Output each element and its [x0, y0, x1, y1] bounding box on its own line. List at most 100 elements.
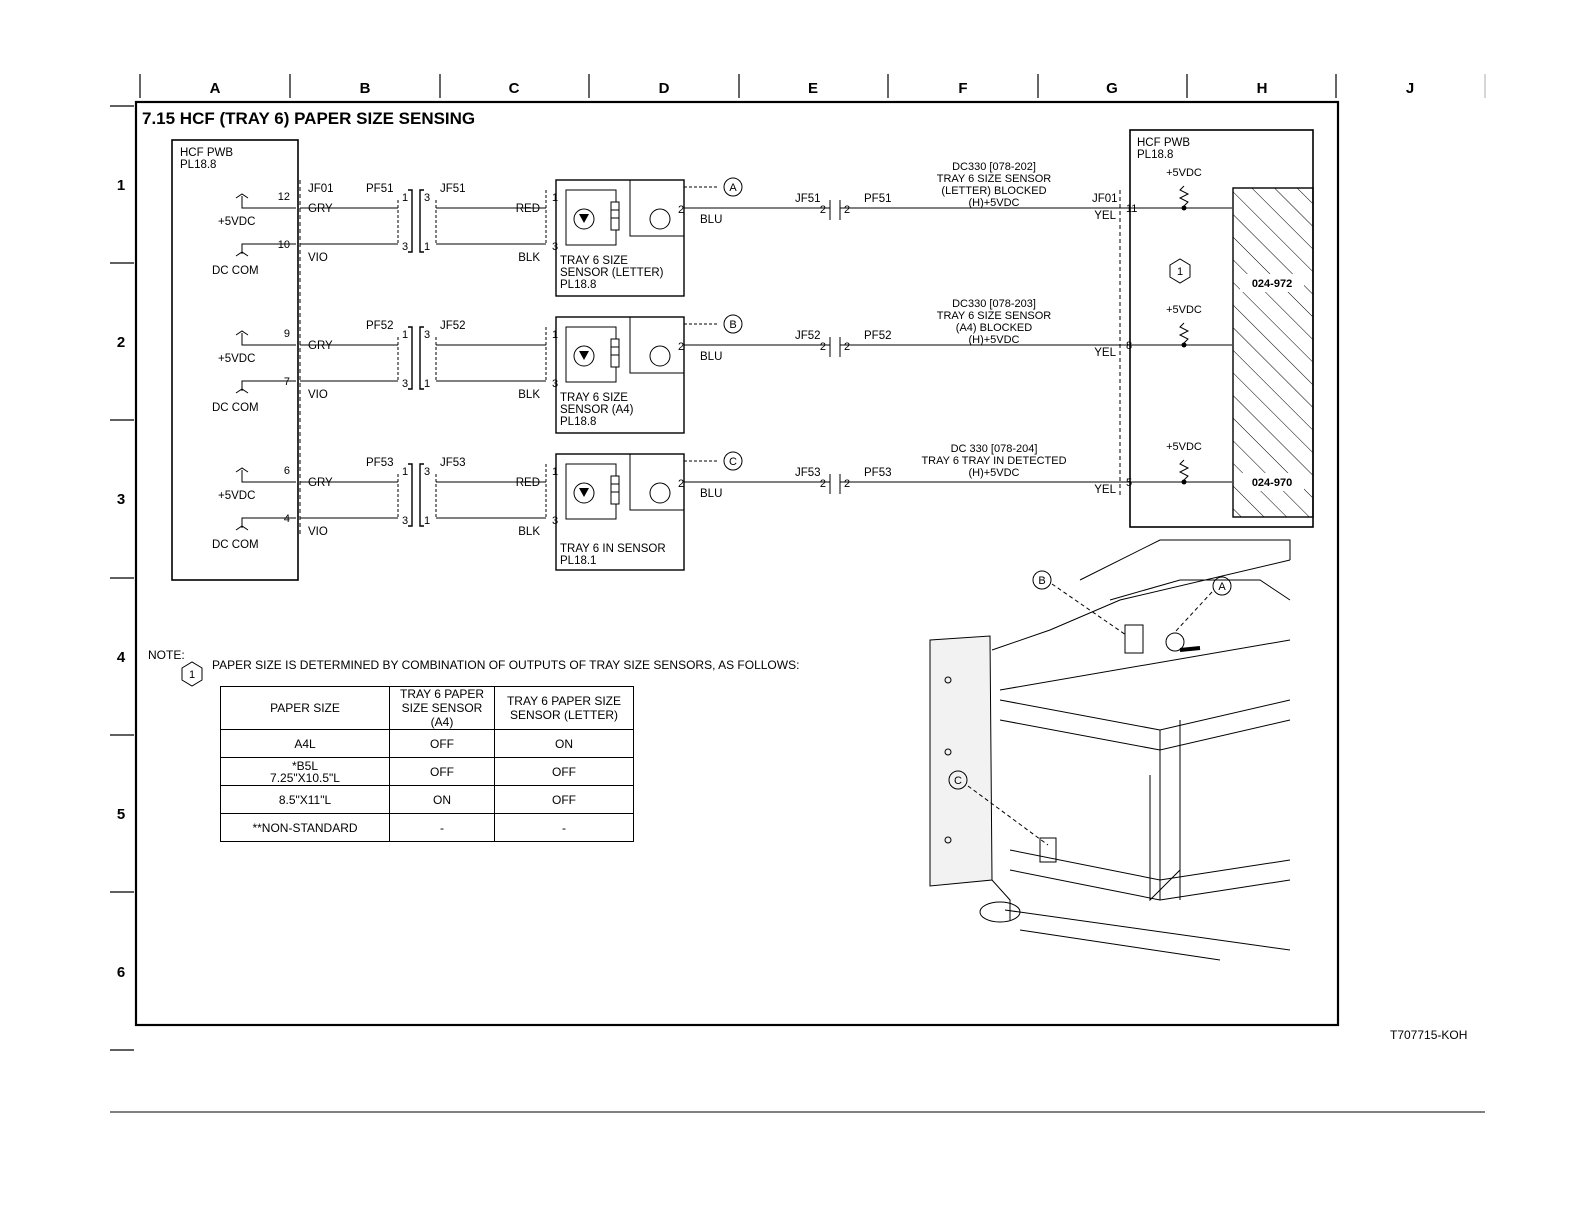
connector-label: JF01	[308, 183, 334, 195]
wire-color: RED	[516, 203, 540, 215]
column-label: B	[360, 80, 371, 97]
column-label: H	[1257, 80, 1268, 97]
connector-label: PF52	[366, 320, 394, 332]
row-label: 5	[117, 806, 125, 823]
table-cell: OFF	[389, 757, 495, 786]
column-label: E	[808, 80, 818, 97]
sensor-name: TRAY 6 SIZE	[560, 392, 628, 404]
connector-label: JF53	[440, 457, 466, 469]
column-label: C	[509, 80, 520, 97]
pin-number: 3	[552, 515, 558, 527]
callout-letter: A	[1218, 581, 1226, 593]
connector-label: JF51	[440, 183, 466, 195]
wire-color: YEL	[1094, 210, 1116, 222]
table-cell: OFF	[494, 757, 634, 786]
wire-color: BLK	[518, 526, 540, 538]
wire-color: GRY	[308, 340, 333, 352]
pin-number: 10	[278, 239, 290, 251]
right-pwb-name: HCF PWB	[1137, 137, 1190, 149]
note-hexagon-icon	[181, 661, 203, 687]
connector-label: PF53	[864, 467, 892, 479]
pin-number: 2	[820, 204, 826, 216]
table-cell: **NON-STANDARD	[220, 813, 390, 842]
connector-label: PF51	[366, 183, 394, 195]
pin-number: 5	[1126, 477, 1132, 489]
pin-number: 3	[424, 329, 430, 341]
sensor-name: TRAY 6 SIZE	[560, 255, 628, 267]
supply-label: +5VDC	[1166, 304, 1202, 316]
connector-label: JF53	[795, 467, 821, 479]
supply-label: +5VDC	[218, 490, 255, 502]
pullup-resistor-icon	[1178, 459, 1190, 481]
callout-marker-icon	[723, 451, 743, 471]
wire-color: GRY	[308, 477, 333, 489]
wire-color: VIO	[308, 526, 328, 538]
row-label: 3	[117, 491, 125, 508]
right-pwb-ref: PL18.8	[1137, 149, 1173, 161]
wire-color: VIO	[308, 252, 328, 264]
table-cell: 8.5"X11"L	[220, 785, 390, 814]
table-header-row: PAPER SIZE TRAY 6 PAPER SIZE SENSOR (A4)…	[220, 686, 634, 730]
callout-letter: B	[729, 319, 736, 331]
phototransistor-icon	[649, 345, 671, 367]
wire-color: RED	[516, 477, 540, 489]
pin-number: 1	[402, 329, 408, 341]
supply-symbol-icon	[235, 330, 296, 346]
table-cell-line: 7.25"X10.5"L	[270, 770, 340, 785]
connector-label: JF01	[1092, 193, 1118, 205]
table-cell: ON	[389, 785, 495, 814]
connector-label: JF52	[795, 330, 821, 342]
phototransistor-icon	[649, 208, 671, 230]
pin-number: 1	[552, 192, 558, 204]
signal-label: (A4) BLOCKED	[956, 322, 1032, 334]
ground-symbol-icon	[235, 517, 296, 531]
column-label: D	[659, 80, 670, 97]
column-label: G	[1106, 80, 1118, 97]
ground-label: DC COM	[212, 265, 259, 277]
connector-label: PF52	[864, 330, 892, 342]
circuit-tray-in-sensor	[235, 451, 1232, 571]
pin-number: 8	[1126, 340, 1132, 352]
wire-color: BLU	[700, 351, 722, 363]
callout-letter: A	[729, 182, 737, 194]
column-ruler	[139, 74, 1486, 98]
pin-number: 12	[278, 191, 290, 203]
page-title: 7.15 HCF (TRAY 6) PAPER SIZE SENSING	[142, 109, 475, 128]
pin-number: 2	[844, 341, 850, 353]
table-header: PAPER SIZE	[220, 686, 390, 730]
sensor-ref: PL18.8	[560, 416, 596, 428]
pin-number: 7	[284, 376, 290, 388]
pin-number: 1	[402, 192, 408, 204]
led-icon	[573, 208, 595, 230]
wire-color: YEL	[1094, 347, 1116, 359]
table-cell: OFF	[494, 785, 634, 814]
row-label: 4	[117, 649, 126, 666]
pullup-resistor-icon	[1178, 322, 1190, 344]
document-code: T707715-KOH	[1390, 1028, 1468, 1042]
pin-number: 4	[284, 513, 290, 525]
ref-label: 024-970	[1252, 477, 1292, 489]
table-cell: -	[494, 813, 634, 842]
signal-label: DC330 [078-203]	[952, 298, 1036, 310]
pin-number: 1	[402, 466, 408, 478]
pin-number: 6	[284, 465, 290, 477]
signal-label: (LETTER) BLOCKED	[941, 185, 1046, 197]
pin-number: 1	[424, 378, 430, 390]
wire-color: VIO	[308, 389, 328, 401]
note-number: 1	[189, 669, 195, 681]
pullup-resistor-icon	[1178, 185, 1190, 207]
connector-label: JF51	[795, 193, 821, 205]
pin-number: 1	[552, 329, 558, 341]
supply-symbol-icon	[235, 193, 296, 209]
note-hexagon-icon	[1169, 258, 1191, 284]
sensor-ref: PL18.1	[560, 555, 596, 567]
signal-label: TRAY 6 SIZE SENSOR	[937, 310, 1052, 322]
sensor-name: SENSOR (A4)	[560, 404, 634, 416]
inline-connector-icon	[408, 326, 424, 390]
supply-label: +5VDC	[218, 216, 255, 228]
note-label: NOTE:	[148, 648, 185, 662]
row-label: 1	[117, 177, 125, 194]
sensor-name: SENSOR (LETTER)	[560, 267, 664, 279]
phototransistor-icon	[649, 482, 671, 504]
